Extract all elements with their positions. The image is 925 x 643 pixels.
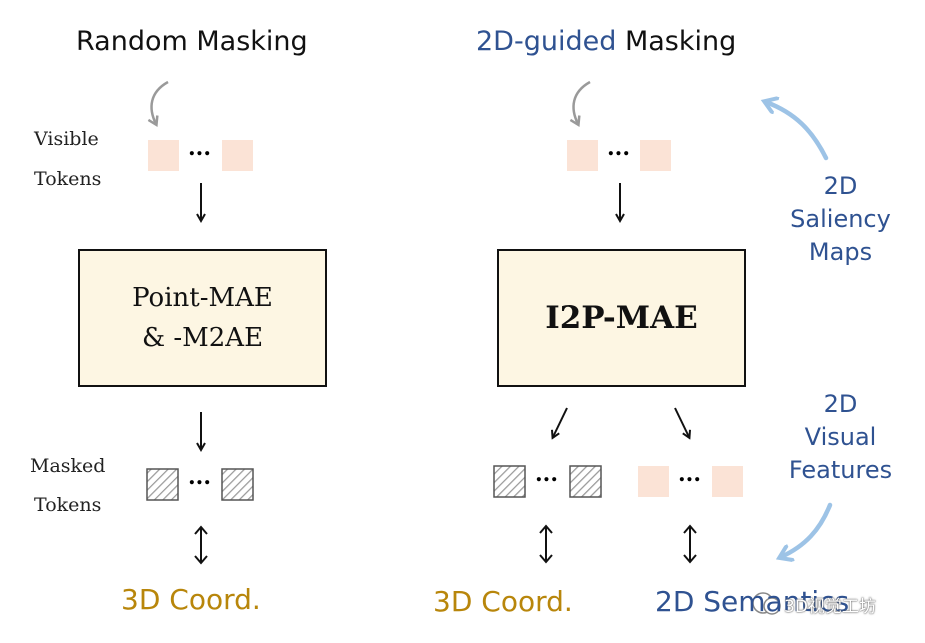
guided-title-rest: Masking bbox=[616, 26, 737, 57]
visual-features-annotation: 2D Visual Features bbox=[778, 388, 903, 487]
guided-title-highlight: 2D-guided bbox=[476, 26, 617, 57]
visible-tokens-label-1: Visible bbox=[34, 128, 99, 150]
curved-arrow-icon bbox=[574, 80, 591, 124]
masked-tokens-label-1: Masked bbox=[30, 455, 106, 477]
visible-token bbox=[567, 140, 598, 171]
double-arrow-icon bbox=[194, 525, 208, 565]
double-arrow-icon bbox=[539, 524, 553, 564]
features-curved-arrow-icon bbox=[781, 502, 833, 557]
visual-line-2: Visual bbox=[804, 423, 877, 451]
down-right-arrow-icon bbox=[674, 407, 689, 437]
saliency-line-3: Maps bbox=[808, 238, 873, 266]
visible-token bbox=[148, 140, 179, 171]
random-masking-title: Random Masking bbox=[76, 26, 308, 57]
visible-token bbox=[640, 140, 671, 171]
point-mae-line2: & -M2AE bbox=[141, 323, 264, 353]
visible-token bbox=[712, 466, 743, 497]
hatched-token-icon bbox=[221, 468, 254, 501]
token-ellipsis: ... bbox=[535, 461, 558, 487]
saliency-line-1: 2D bbox=[823, 172, 858, 200]
curved-arrow-icon bbox=[152, 80, 169, 124]
visible-tokens-label-2: Tokens bbox=[34, 168, 102, 190]
token-ellipsis: ... bbox=[188, 464, 211, 490]
i2p-mae-label: I2P-MAE bbox=[545, 300, 698, 336]
saliency-maps-annotation: 2D Saliency Maps bbox=[778, 170, 903, 269]
saliency-line-2: Saliency bbox=[790, 205, 891, 233]
saliency-curved-arrow-icon bbox=[766, 102, 829, 161]
guided-masking-title: 2D-guided Masking bbox=[476, 26, 736, 57]
i2p-mae-box: I2P-MAE bbox=[497, 249, 746, 387]
double-arrow-icon bbox=[683, 524, 697, 564]
watermark-logo-icon bbox=[752, 592, 781, 615]
token-ellipsis: ... bbox=[607, 135, 630, 161]
hatched-token-icon bbox=[493, 465, 526, 498]
token-ellipsis: ... bbox=[678, 461, 701, 487]
watermark-text: 3D视觉工坊 bbox=[784, 597, 876, 617]
visible-token bbox=[638, 466, 669, 497]
visual-line-1: 2D bbox=[823, 390, 858, 418]
hatched-token-icon bbox=[146, 468, 179, 501]
2d-semantics-target: 2D Semantics bbox=[655, 585, 850, 618]
visible-token bbox=[222, 140, 253, 171]
down-left-arrow-icon bbox=[553, 407, 568, 437]
masked-tokens-label-2: Tokens bbox=[34, 494, 102, 516]
token-ellipsis: ... bbox=[188, 135, 211, 161]
visual-line-3: Features bbox=[788, 456, 893, 484]
left-3d-coord-target: 3D Coord. bbox=[121, 583, 261, 616]
hatched-token-icon bbox=[569, 465, 602, 498]
point-mae-line1: Point-MAE bbox=[132, 283, 273, 313]
point-mae-box: Point-MAE & -M2AE bbox=[78, 249, 327, 387]
right-3d-coord-target: 3D Coord. bbox=[433, 585, 573, 618]
